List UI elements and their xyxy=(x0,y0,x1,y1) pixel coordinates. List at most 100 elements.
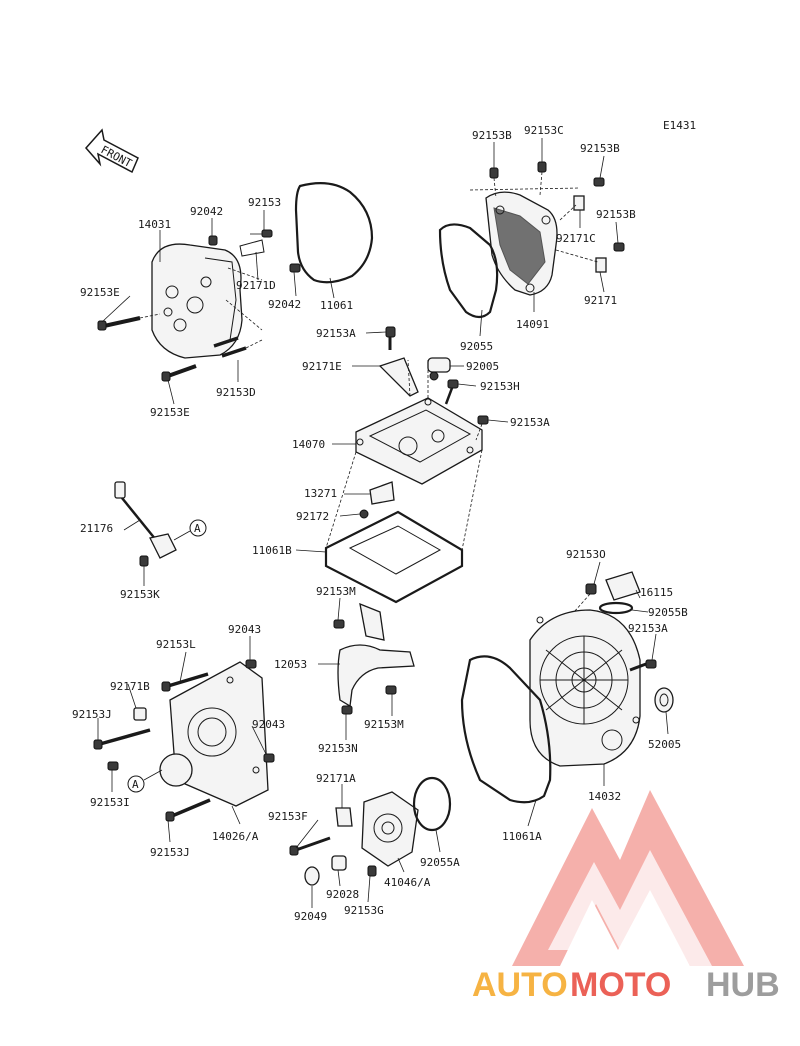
label-11061b: 11061B xyxy=(252,544,292,557)
label-92153i: 92153I xyxy=(90,796,130,809)
label-92055a: 92055A xyxy=(420,856,460,869)
label-11061a: 11061A xyxy=(502,830,542,843)
washer-92172 xyxy=(359,509,369,519)
bolt-92153b-c xyxy=(613,242,625,252)
label-92171a: 92171A xyxy=(316,772,356,785)
label-92042-b: 92042 xyxy=(268,298,301,311)
clamp-92171d xyxy=(239,239,265,257)
generator-cover-14031 xyxy=(151,243,263,359)
leader-dashed-top-right xyxy=(469,187,599,263)
bolt-92153m-b xyxy=(385,685,397,695)
watermark-hub: HUB xyxy=(706,966,780,1004)
bolt-92153o xyxy=(573,583,597,613)
bolt-92153i xyxy=(107,761,119,771)
label-21176: 21176 xyxy=(80,522,113,535)
gasket-11061b xyxy=(324,510,464,604)
watermark-text: AUTO MOTO HUB xyxy=(472,966,780,1004)
bolt-92153e-long-b xyxy=(161,364,197,382)
o-ring-92055a xyxy=(412,776,452,832)
bolt-92153m-a xyxy=(333,619,345,629)
callout-a-bottom: A xyxy=(127,769,163,793)
label-92153n: 92153N xyxy=(318,742,358,755)
bolt-92153j-b xyxy=(165,798,211,822)
sensor-92005 xyxy=(427,357,451,381)
watermark-auto: AUTO xyxy=(472,966,568,1004)
label-92153j-b: 92153J xyxy=(150,846,190,859)
label-92153b-b: 92153B xyxy=(580,142,620,155)
front-arrow-icon: FRONT xyxy=(85,128,139,174)
bolt-92153f xyxy=(289,836,331,856)
label-14031: 14031 xyxy=(138,218,171,231)
leader-dashed-center xyxy=(325,359,483,551)
collar-92028 xyxy=(331,855,347,871)
watermark-logo-icon xyxy=(512,790,744,966)
dowel-92043-a xyxy=(245,659,257,669)
label-92171c: 92171C xyxy=(556,232,596,245)
watermark-moto: MOTO xyxy=(570,966,671,1004)
label-92153d: 92153D xyxy=(216,386,256,399)
label-92153e-a: 92153E xyxy=(80,286,120,299)
label-92153a-c: 92153A xyxy=(628,622,668,635)
cover-14070 xyxy=(355,397,483,485)
part-labels: 14031 92042 92153 92171D 92042 11061 921… xyxy=(72,124,688,923)
clamp-92171a xyxy=(335,807,353,827)
label-52005: 52005 xyxy=(648,738,681,751)
bolt-92153n xyxy=(341,705,353,715)
bolt-92153j-a xyxy=(93,728,151,750)
label-92055b: 92055B xyxy=(648,606,688,619)
label-92153k: 92153K xyxy=(120,588,160,601)
seal-52005 xyxy=(654,687,674,713)
bolt-92153-top xyxy=(250,229,273,238)
bolt-92153a-top xyxy=(385,326,396,350)
label-92153f: 92153F xyxy=(268,810,308,823)
bolt-92153a-right xyxy=(475,415,489,441)
cover-41046a xyxy=(361,791,419,867)
bolt-92153g xyxy=(367,865,377,877)
clamp-92171c xyxy=(573,195,585,211)
label-92153g: 92153G xyxy=(344,904,384,917)
clamp-92171b xyxy=(133,707,147,721)
label-92028: 92028 xyxy=(326,888,359,901)
bolt-92153c xyxy=(537,161,547,196)
gasket-11061 xyxy=(294,181,374,284)
bolt-92153a-lower-right xyxy=(629,659,657,672)
bolt-92153b-a xyxy=(489,167,499,199)
label-92005: 92005 xyxy=(466,360,499,373)
o-ring-92055b xyxy=(598,601,634,615)
label-92153j-a: 92153J xyxy=(72,708,112,721)
label-14070: 14070 xyxy=(292,438,325,451)
dowel-92042-b xyxy=(289,263,301,273)
callout-a-top: A xyxy=(173,519,207,541)
label-14026a: 14026/A xyxy=(212,830,259,843)
label-92153b-a: 92153B xyxy=(472,129,512,142)
clamp-92171 xyxy=(595,257,607,273)
label-92153m-b: 92153M xyxy=(364,718,404,731)
label-92153o: 92153O xyxy=(566,548,606,561)
dowel-92043-b xyxy=(263,753,275,763)
label-92153: 92153 xyxy=(248,196,281,209)
gasket-11061a xyxy=(460,655,552,804)
bolt-92153l xyxy=(161,672,209,692)
callout-letter-bottom: A xyxy=(132,778,139,791)
label-92153e-b: 92153E xyxy=(150,406,190,419)
label-14091: 14091 xyxy=(516,318,549,331)
label-92042-a: 92042 xyxy=(190,205,223,218)
label-13271: 13271 xyxy=(304,487,337,500)
label-92049: 92049 xyxy=(294,910,327,923)
diagram-code: E1431 xyxy=(663,119,696,132)
leader-lines xyxy=(97,138,669,908)
plate-13271 xyxy=(369,481,395,505)
label-92153l: 92153L xyxy=(156,638,196,651)
label-14032: 14032 xyxy=(588,790,621,803)
bolt-92153h xyxy=(444,379,459,405)
label-16115: 16115 xyxy=(640,586,673,599)
pulse-cover-14091 xyxy=(485,191,558,296)
label-12053: 12053 xyxy=(274,658,307,671)
label-92171d: 92171D xyxy=(236,279,276,292)
label-92153a-a: 92153A xyxy=(316,327,356,340)
label-92153m-a: 92153M xyxy=(316,585,356,598)
bolt-92153e-long-a xyxy=(97,313,161,331)
label-92171b: 92171B xyxy=(110,680,150,693)
label-92043-a: 92043 xyxy=(228,623,261,636)
